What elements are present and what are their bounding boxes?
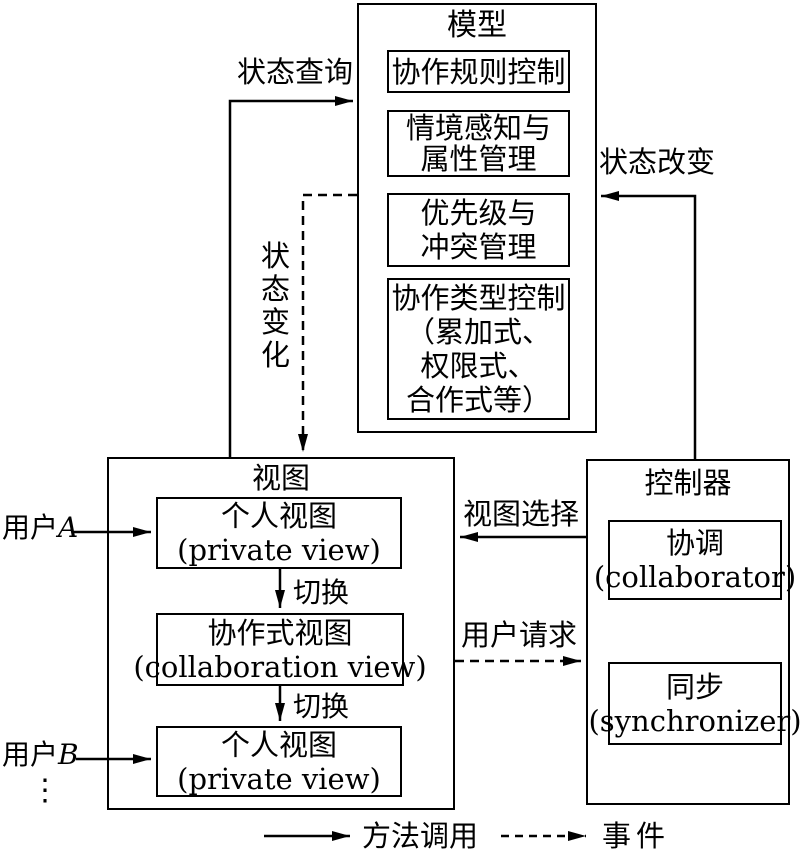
model-submodule-collab-type-control: 协作类型控制 （累加式、 权限式、 合作式等） — [387, 278, 570, 420]
model-box — [357, 3, 597, 433]
model-title: 模型 — [447, 8, 507, 43]
user-b-prefix: 用户 — [2, 738, 59, 771]
model-submodule-collab-rule-control: 协作规则控制 — [387, 50, 570, 93]
controller-label-en: (synchronizer) — [588, 703, 800, 738]
view-select-label: 视图选择 — [463, 497, 580, 531]
edge-state-modify — [601, 191, 697, 459]
more-users-ellipsis: ⋮ — [30, 773, 60, 808]
view-label-en: (private view) — [177, 761, 381, 796]
controller-synchronizer: 同步 (synchronizer) — [588, 662, 800, 745]
edge-state-query — [228, 96, 353, 457]
model-submodule-priority-conflict: 优先级与 冲突管理 — [387, 193, 570, 267]
submodule-label-line1: 协作类型控制 — [391, 281, 566, 315]
view-label-en: (collaboration view) — [133, 649, 427, 684]
view-box — [107, 457, 455, 810]
view-title: 视图 — [251, 461, 310, 495]
submodule-label-line1: 优先级与 — [420, 196, 537, 230]
view-private-view-2: 个人视图 (private view) — [156, 726, 402, 797]
controller-title: 控制器 — [644, 466, 732, 500]
controller-label-en: (collaborator) — [593, 560, 797, 594]
user-b-id: B — [58, 738, 79, 771]
view-label-en: (private view) — [177, 533, 381, 567]
submodule-label-line2: 属性管理 — [420, 141, 537, 176]
submodule-label-line3: 权限式、 — [420, 349, 537, 383]
user-request-label: 用户请求 — [461, 618, 578, 652]
user-a-id: A — [58, 511, 79, 544]
switch-label-2: 切换 — [293, 690, 350, 723]
view-private-view-1: 个人视图 (private view) — [156, 497, 402, 569]
submodule-label-line2: 冲突管理 — [420, 230, 537, 264]
view-label-cn: 个人视图 — [220, 499, 337, 533]
switch-label-1: 切换 — [293, 576, 350, 609]
submodule-label: 协作规则控制 — [391, 54, 566, 89]
user-a-label: 用户A — [2, 513, 78, 543]
model-submodule-context-awareness: 情境感知与 属性管理 — [387, 110, 570, 177]
submodule-label-line4: 合作式等） — [405, 383, 551, 417]
controller-label-cn: 协调 — [665, 526, 724, 560]
submodule-label-line2: （累加式、 — [405, 315, 551, 349]
user-b-label: 用户B — [2, 740, 79, 770]
state-change-label: 状态变化 — [260, 239, 290, 372]
state-modify-label: 状态改变 — [599, 145, 716, 179]
controller-label-cn: 同步 — [665, 669, 724, 704]
view-collaboration-view: 协作式视图 (collaboration view) — [133, 613, 427, 686]
user-a-prefix: 用户 — [2, 511, 59, 544]
legend-event-label: 事件 — [602, 819, 671, 853]
view-label-cn: 协作式视图 — [207, 615, 353, 650]
view-label-cn: 个人视图 — [220, 727, 337, 762]
submodule-label-line1: 情境感知与 — [405, 110, 551, 145]
legend-method-call-label: 方法调用 — [362, 819, 479, 853]
state-query-label: 状态查询 — [237, 55, 354, 89]
controller-collaborator: 协调 (collaborator) — [594, 520, 796, 600]
edge-state-change-dashed — [298, 193, 357, 452]
controller-box — [586, 459, 790, 805]
